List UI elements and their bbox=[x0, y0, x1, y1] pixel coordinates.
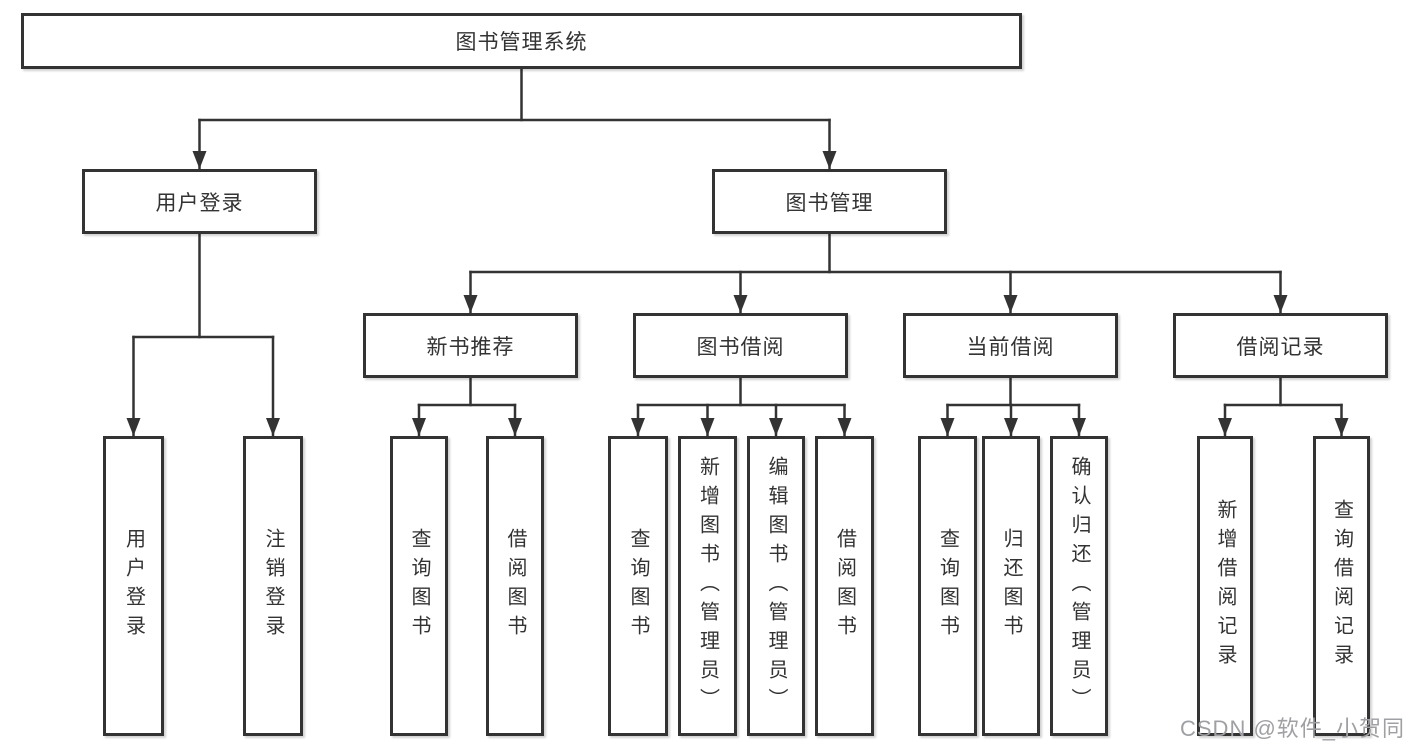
leaf-query-books-borrow: 查询图书 bbox=[608, 436, 668, 736]
leaf-add-borrow-record: 新增借阅记录 bbox=[1197, 436, 1253, 736]
node-book-borrow: 图书借阅 bbox=[633, 313, 848, 378]
node-book-mgmt: 图书管理 bbox=[712, 169, 947, 234]
leaf-user-login: 用户登录 bbox=[103, 436, 164, 736]
csdn-watermark: CSDN @软件_小贺同学 bbox=[1180, 716, 1405, 741]
connector-current-borrow-to-leaves bbox=[940, 376, 1086, 438]
leaf-edit-books-admin: 编辑图书（管理员） bbox=[747, 436, 805, 736]
leaf-query-borrow-record: 查询借阅记录 bbox=[1313, 436, 1370, 736]
connector-new-book-rec-to-leaves bbox=[412, 376, 522, 438]
leaf-logout: 注销登录 bbox=[243, 436, 303, 736]
node-root-system: 图书管理系统 bbox=[21, 13, 1022, 69]
leaf-borrow-books: 借阅图书 bbox=[815, 436, 874, 736]
node-current-borrow: 当前借阅 bbox=[903, 313, 1118, 378]
connector-book-mgmt-to-level3 bbox=[463, 232, 1288, 315]
connector-root-to-level2 bbox=[192, 67, 837, 171]
leaf-add-books-admin: 新增图书（管理员） bbox=[678, 436, 737, 736]
connector-user-login-to-leaves bbox=[126, 232, 280, 438]
leaf-query-books-rec: 查询图书 bbox=[390, 436, 448, 736]
node-new-book-rec: 新书推荐 bbox=[363, 313, 578, 378]
leaf-return-books: 归还图书 bbox=[982, 436, 1040, 736]
leaf-query-books-current: 查询图书 bbox=[918, 436, 977, 736]
leaf-borrow-books-rec: 借阅图书 bbox=[486, 436, 544, 736]
connector-book-borrow-to-leaves bbox=[631, 376, 852, 438]
node-user-login: 用户登录 bbox=[82, 169, 317, 234]
connector-borrow-records-to-leaves bbox=[1218, 376, 1349, 438]
leaf-confirm-return-admin: 确认归还（管理员） bbox=[1050, 436, 1108, 736]
node-borrow-records: 借阅记录 bbox=[1173, 313, 1388, 378]
